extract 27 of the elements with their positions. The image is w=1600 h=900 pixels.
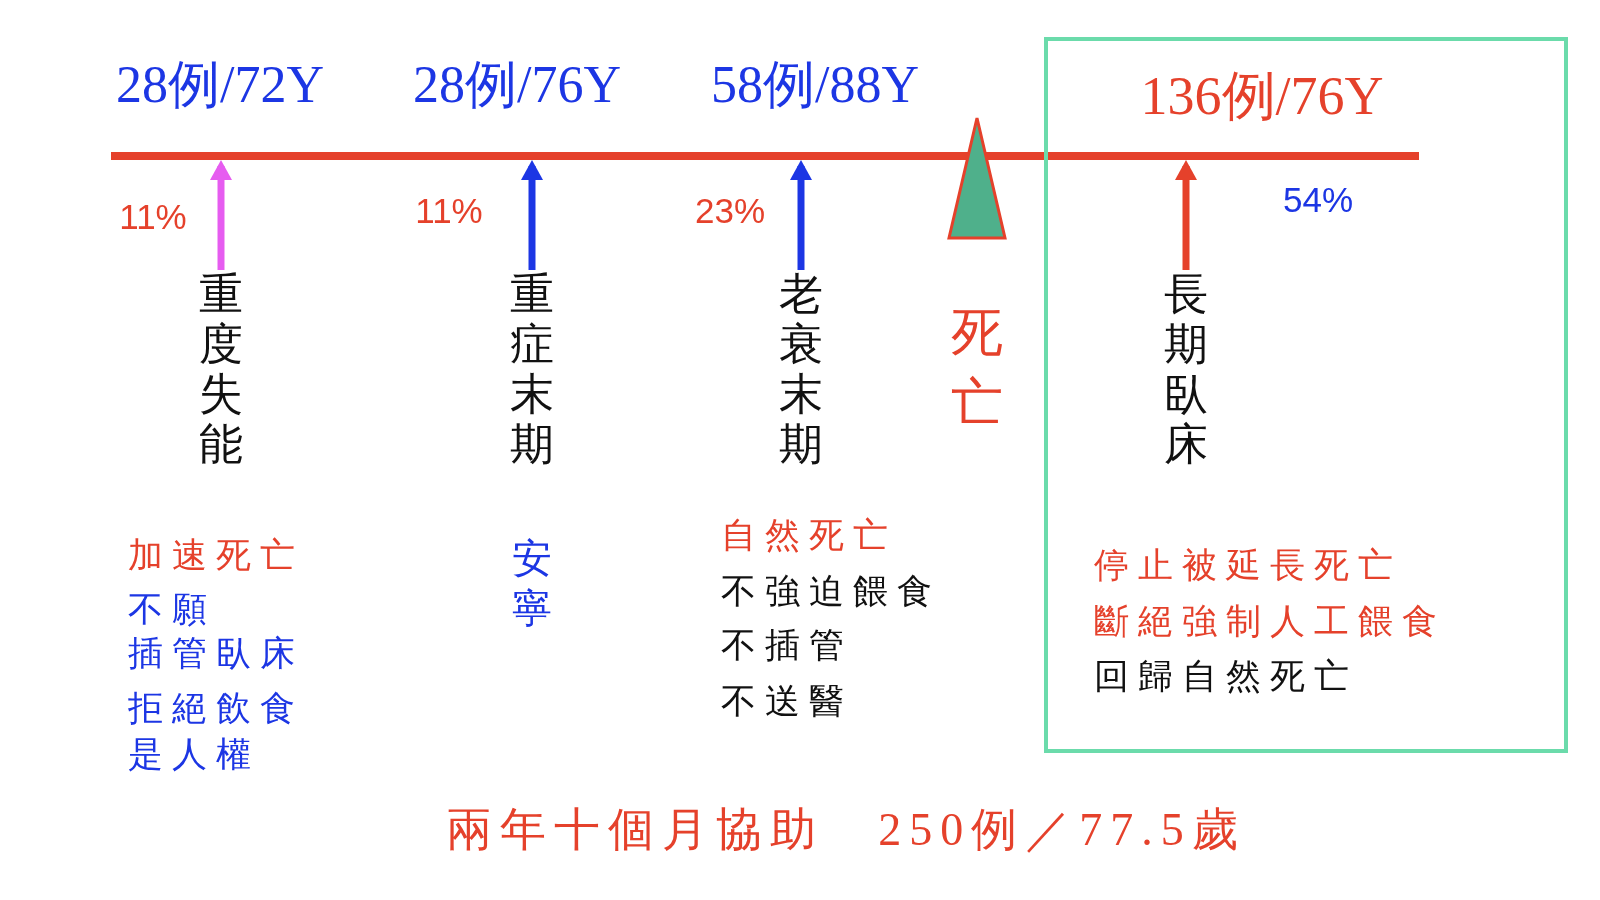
percentage-label: 54% (1282, 180, 1354, 220)
note-text: 自然死亡 (721, 516, 897, 556)
death-label: 死亡 (950, 303, 1004, 433)
vertical-note: 安寧 (511, 535, 553, 633)
highlight-frame (1044, 37, 1568, 753)
note-text: 不強迫餵食 (721, 572, 941, 612)
note-text: 回歸自然死亡 (1094, 657, 1358, 697)
case-count: 58例/88Y (711, 55, 919, 115)
note-text: 不插管 (721, 626, 853, 666)
timeline-bar (111, 152, 1419, 160)
percentage-label: 11% (119, 197, 187, 237)
caption: 兩年十個月協助 250例／77.5歲 (446, 802, 1246, 856)
note-text: 不願插管臥床 (128, 589, 305, 675)
vertical-label: 重度失能 (198, 270, 244, 470)
vertical-label: 重症末期 (509, 270, 555, 470)
note-text: 加速死亡 (128, 536, 304, 576)
note-text: 停止被延長死亡 (1094, 546, 1402, 586)
note-text: 斷絕強制人工餵食 (1094, 602, 1446, 642)
case-count: 136例/76Y (1140, 65, 1384, 127)
percentage-label: 11% (415, 191, 483, 231)
case-count: 28例/76Y (413, 55, 621, 115)
percentage-label: 23% (694, 191, 766, 231)
vertical-label: 長期臥床 (1163, 270, 1209, 470)
case-count: 28例/72Y (116, 55, 324, 115)
note-text: 不送醫 (721, 682, 853, 722)
note-text: 拒絕飲食是人權 (128, 688, 305, 776)
vertical-label: 老衰末期 (778, 270, 824, 470)
